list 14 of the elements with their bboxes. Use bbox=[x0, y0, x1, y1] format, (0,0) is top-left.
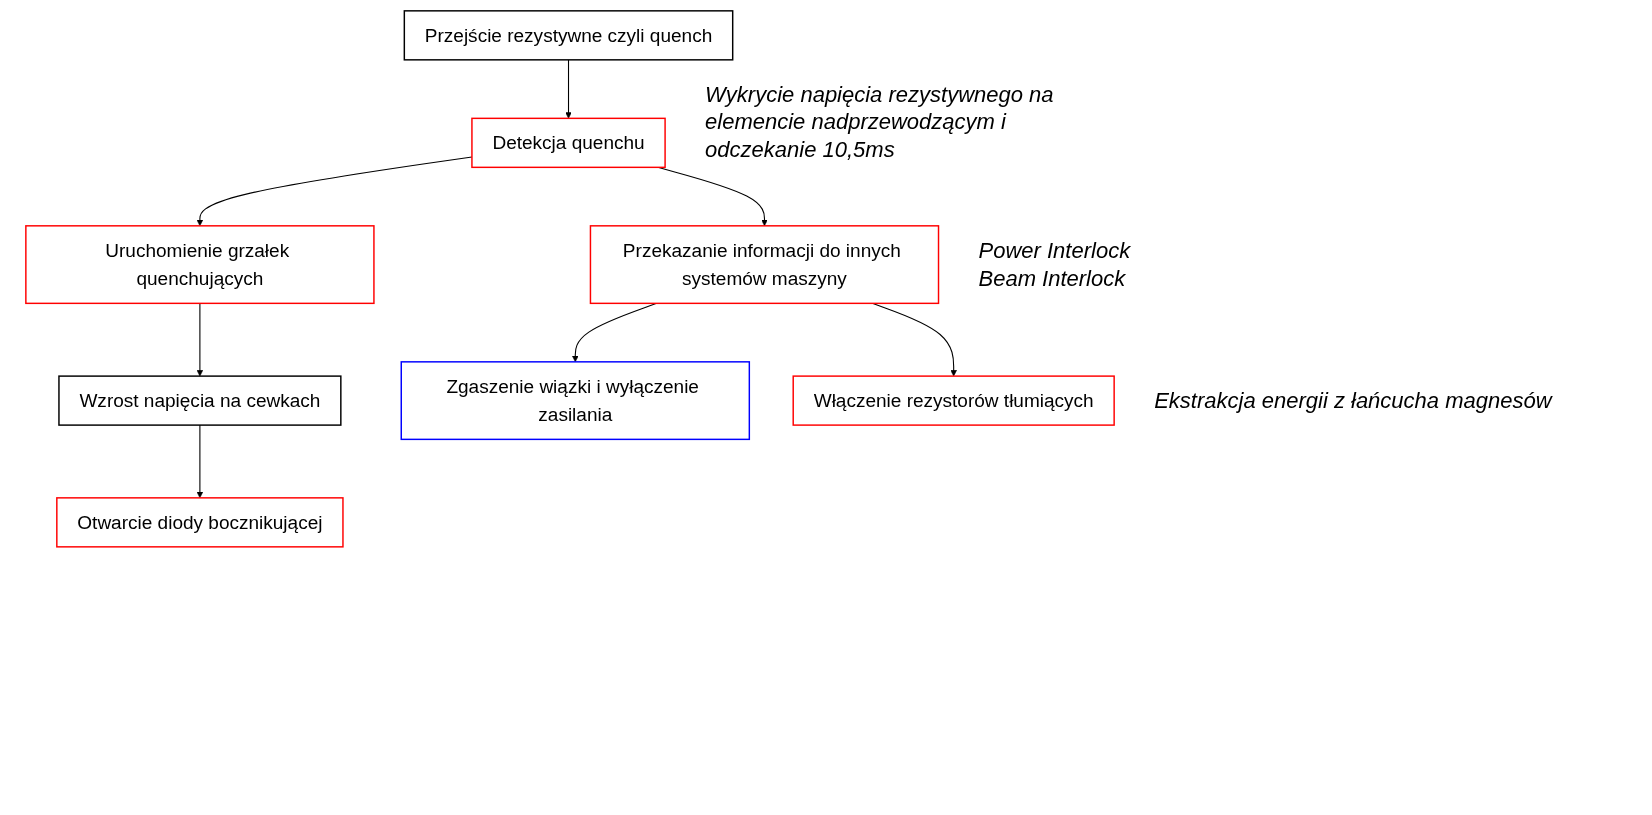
node-caption: Wykrycie napięcia rezystywnego na elemencie nadprzewodzącym i odczekanie 10,5ms bbox=[705, 80, 1055, 164]
arrow bbox=[196, 424, 204, 499]
node-box: Otwarcie diody bocznikującej bbox=[56, 497, 344, 548]
arrow bbox=[565, 59, 572, 119]
node-box: Uruchomienie grzałek quenchujących bbox=[25, 225, 375, 305]
node-caption: Power Interlock Beam Interlock bbox=[978, 237, 1131, 293]
arrow bbox=[196, 302, 204, 377]
node-caption: Ekstrakcja energii z łańcucha magnesów bbox=[1154, 386, 1552, 415]
node-box: Przekazanie informacji do innych systemów maszyny bbox=[589, 225, 940, 305]
node-box: Wzrost napięcia na cewkach bbox=[58, 375, 342, 426]
node-box: Włączenie rezystorów tłumiących bbox=[792, 375, 1115, 426]
node-box: Przejście rezystywne czyli quench bbox=[403, 10, 734, 61]
node-box: Zgaszenie wiązki i wyłączenie zasilania bbox=[400, 361, 751, 441]
node-box: Detekcja quenchu bbox=[471, 117, 666, 169]
